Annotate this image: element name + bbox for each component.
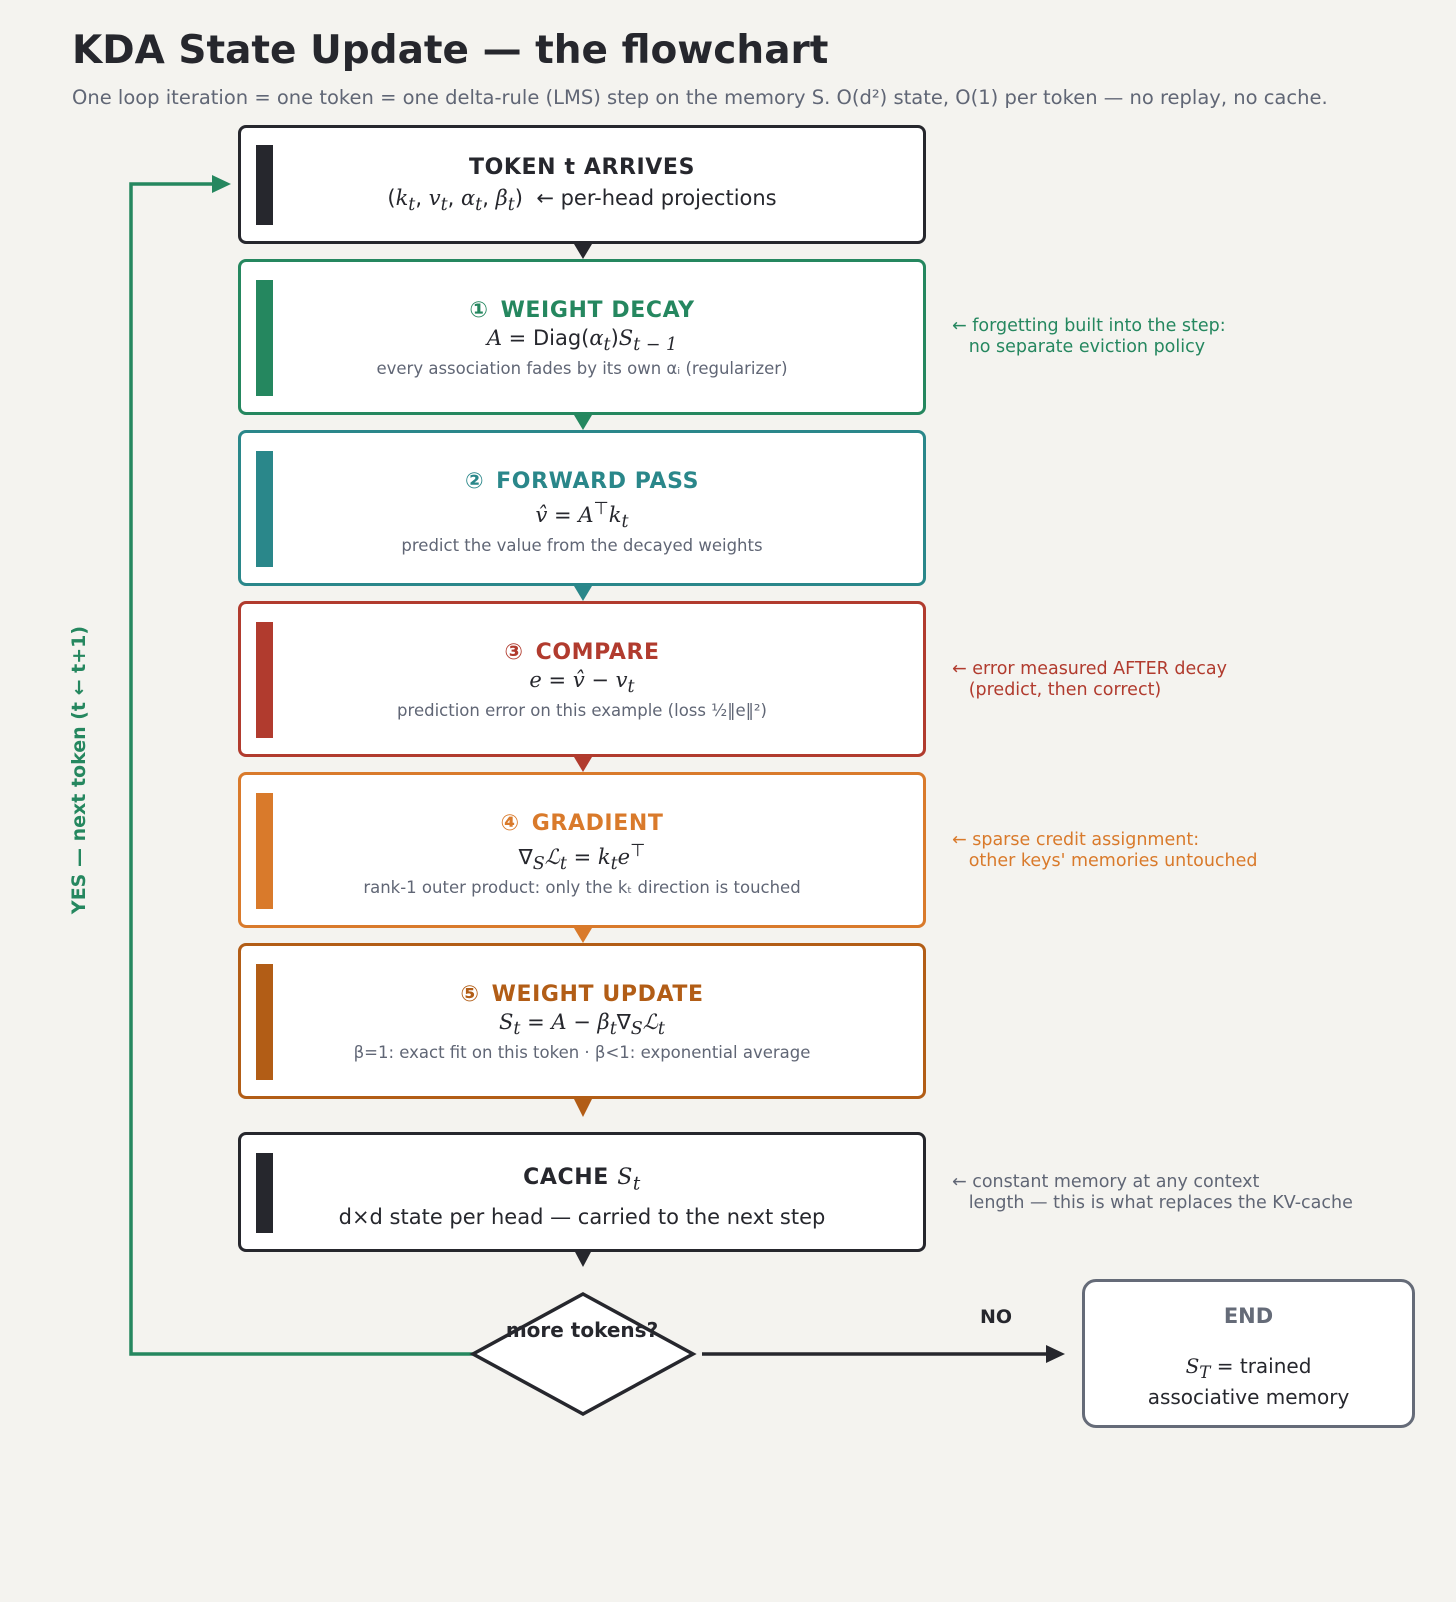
- step-note: rank-1 outer product: only the kₜ direct…: [363, 878, 801, 898]
- step-formula: St = A − βt∇Sℒt: [499, 1010, 665, 1040]
- step-heading: TOKEN t ARRIVES: [468, 155, 696, 180]
- gradient-box: ④ GRADIENT ∇Sℒt = kte⊤ rank-1 outer produ…: [238, 772, 926, 928]
- end-box: END ST = trained associative memory: [1082, 1279, 1415, 1428]
- accent-bar: [256, 451, 273, 567]
- token-arrives-box: TOKEN t ARRIVES (kt, vt, αt, βt) ← per-h…: [238, 125, 926, 244]
- arrow-head-4: [574, 757, 592, 772]
- compare-box: ③ COMPARE e = v̂ − vt prediction error on…: [238, 601, 926, 757]
- forward-pass-box: ② FORWARD PASS v̂ = A⊤kt predict the valu…: [238, 430, 926, 586]
- accent-bar: [256, 622, 273, 738]
- step-formula: v̂ = A⊤kt: [535, 499, 629, 533]
- end-text: ST = trained associative memory: [1147, 1354, 1350, 1409]
- step-number: ⑤: [460, 982, 480, 1007]
- yes-loop-label: YES — next token (t ← t+1): [68, 625, 90, 915]
- step-formula: ∇Sℒt = kte⊤: [518, 841, 646, 875]
- decision-diamond: [469, 1292, 697, 1416]
- accent-bar: [256, 1153, 273, 1233]
- accent-bar: [256, 280, 273, 396]
- yes-loop-line: [129, 182, 474, 1356]
- weight-decay-box: ① WEIGHT DECAY A = Diag(αt)St − 1 every a…: [238, 259, 926, 415]
- arrow-head-2: [574, 415, 592, 430]
- formula-caption: ← per-head projections: [536, 186, 777, 210]
- step-heading: FORWARD PASS: [496, 469, 700, 494]
- arrow-head-7: [574, 1250, 592, 1267]
- end-text-rest: = trained: [1216, 1354, 1312, 1378]
- cache-box: CACHE St d×d state per head — carried to…: [238, 1132, 926, 1252]
- no-arrowhead: [1046, 1345, 1065, 1363]
- step-number: ③: [504, 640, 524, 665]
- step-note: predict the value from the decayed weigh…: [401, 536, 763, 556]
- decision-label: more tokens?: [505, 1318, 659, 1342]
- step-formula: e = v̂ − vt: [529, 668, 635, 698]
- step-heading: WEIGHT DECAY: [500, 298, 695, 323]
- gradient-side-note: ← sparse credit assignment: other keys' …: [952, 830, 1258, 871]
- accent-bar: [256, 793, 273, 909]
- page-subtitle: One loop iteration = one token = one del…: [72, 86, 1328, 109]
- compare-side-note: ← error measured AFTER decay (predict, t…: [952, 659, 1227, 700]
- arrow-head-5: [574, 928, 592, 943]
- arrow-head-6: [574, 1099, 592, 1117]
- step-number: ④: [500, 811, 520, 836]
- step-heading: CACHE: [523, 1165, 609, 1190]
- end-text-line2: associative memory: [1147, 1385, 1350, 1409]
- no-label: NO: [980, 1306, 1013, 1328]
- step-text: d×d state per head — carried to the next…: [338, 1205, 826, 1230]
- accent-bar: [256, 145, 273, 225]
- step-heading: WEIGHT UPDATE: [491, 982, 704, 1007]
- arrow-head-1: [574, 244, 592, 259]
- cache-side-note: ← constant memory at any context length …: [952, 1172, 1353, 1213]
- decay-side-note: ← forgetting built into the step: no sep…: [952, 316, 1226, 357]
- step-formula: (kt, vt, αt, βt) ← per-head projections: [387, 186, 777, 216]
- step-formula: A = Diag(αt)St − 1: [486, 326, 678, 356]
- step-note: every association fades by its own αᵢ (r…: [376, 359, 788, 379]
- end-title: END: [1223, 1304, 1274, 1328]
- accent-bar: [256, 964, 273, 1080]
- step-heading: COMPARE: [535, 640, 660, 665]
- step-note: β=1: exact fit on this token · β<1: expo…: [353, 1043, 811, 1063]
- arrow-head-3: [574, 586, 592, 601]
- page-title: KDA State Update — the flowchart: [72, 28, 829, 73]
- step-heading: GRADIENT: [531, 811, 664, 836]
- step-note: prediction error on this example (loss ½…: [397, 701, 767, 721]
- weight-update-box: ⑤ WEIGHT UPDATE St = A − βt∇Sℒt β=1: exac…: [238, 943, 926, 1099]
- step-number: ②: [464, 469, 485, 494]
- step-number: ①: [469, 298, 489, 323]
- yes-loop-arrowhead: [212, 175, 231, 193]
